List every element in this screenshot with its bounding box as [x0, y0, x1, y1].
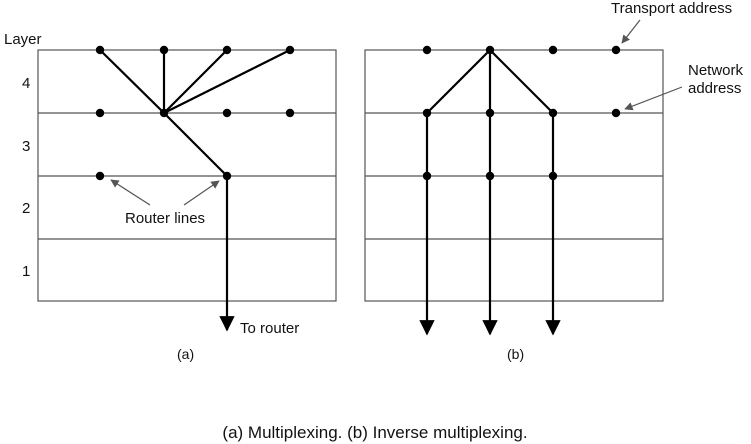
figure-caption: (a) Multiplexing. (b) Inverse multiplexi…: [222, 423, 527, 442]
panel-b-grid: [364, 49, 664, 302]
layer-axis-title: Layer: [4, 31, 42, 48]
transport-address-dot: [611, 45, 621, 55]
transport-address-dot: [548, 45, 558, 55]
layer-label-1: 1: [22, 263, 30, 280]
panel-a-grid: [37, 49, 337, 302]
to-router-label: To router: [240, 320, 299, 337]
network-address-pointer: [624, 86, 683, 111]
router-lines-pointers: [110, 179, 220, 206]
address-pointers: [621, 19, 683, 111]
layer-label-2: 2: [22, 200, 30, 217]
panel-a-addresses: [95, 45, 295, 181]
network-address-dot: [95, 108, 105, 118]
network-address-dot: [548, 108, 558, 118]
transport-address-dot: [159, 45, 169, 55]
transport-address-dot: [95, 45, 105, 55]
layer-label-4: 4: [22, 75, 30, 92]
router-line-dot: [222, 171, 232, 181]
transport-address-dot: [485, 45, 495, 55]
layer-label-3: 3: [22, 138, 30, 155]
transport-address-dot: [222, 45, 232, 55]
transport-address-label: Transport address: [611, 0, 732, 17]
panel-b-connections: [419, 49, 561, 336]
network-address-dot: [285, 108, 295, 118]
router-line-dot: [548, 171, 558, 181]
transport-address-dot: [422, 45, 432, 55]
panel-b-inverse-multiplexing: Transport address Network address (b): [364, 0, 744, 362]
panel-a-multiplexing: Router lines To router (a): [37, 45, 337, 362]
network-address-dot: [611, 108, 621, 118]
network-address-label-line2: address: [688, 80, 741, 97]
router-line-dot: [422, 171, 432, 181]
layer-axis: Layer 4 3 2 1: [4, 31, 42, 280]
panel-a-connections: [99, 49, 291, 332]
network-address-dot: [485, 108, 495, 118]
network-address-dot: [159, 108, 169, 118]
router-lines-label: Router lines: [125, 210, 205, 227]
network-address-label-line1: Network: [688, 62, 744, 79]
router-line-dot: [95, 171, 105, 181]
router-line-dot: [485, 171, 495, 181]
panel-b-addresses: [422, 45, 621, 181]
network-address-dot: [222, 108, 232, 118]
panel-a-caption: (a): [177, 346, 194, 362]
network-address-dot: [422, 108, 432, 118]
transport-address-pointer: [621, 19, 641, 44]
transport-address-dot: [285, 45, 295, 55]
panel-b-caption: (b): [507, 346, 524, 362]
